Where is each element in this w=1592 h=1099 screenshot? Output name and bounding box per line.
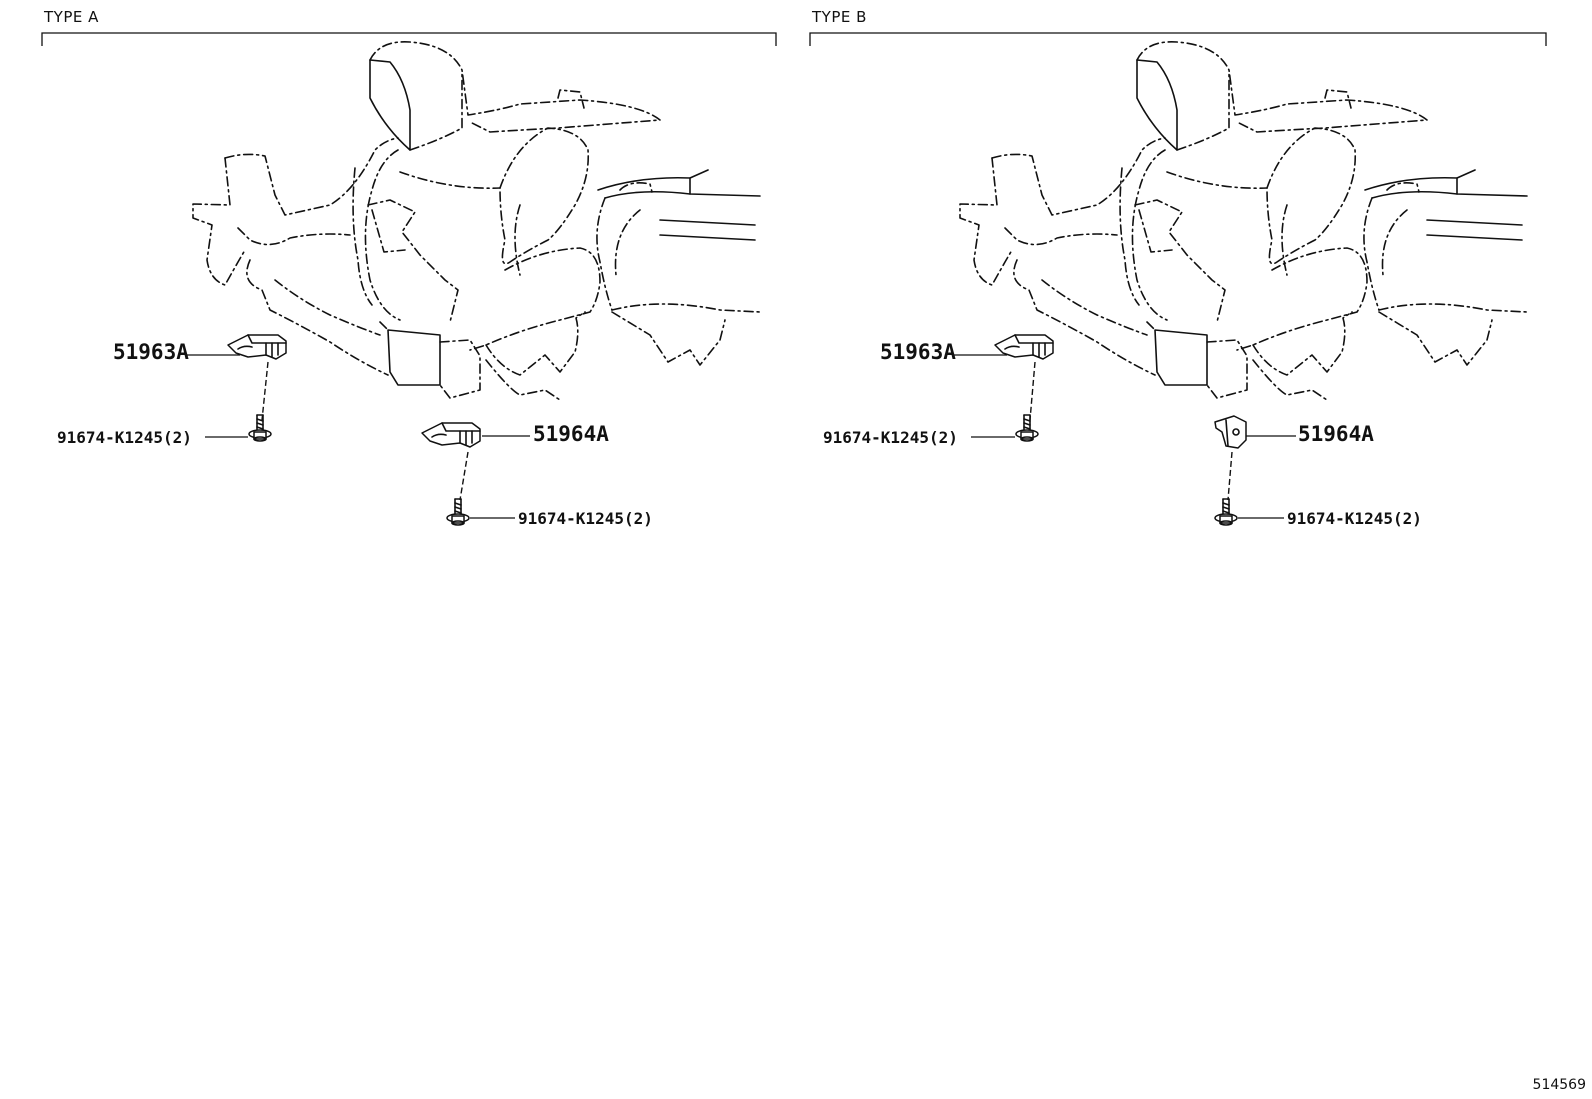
fastener-path-line	[1227, 451, 1233, 501]
part-number-bolt-right-type-b[interactable]: 91674-K1245(2)	[1287, 509, 1422, 528]
bracket-51964a-type-a	[421, 422, 481, 448]
fastener-path-line	[1029, 361, 1036, 421]
part-number-51964a-type-a[interactable]: 51964A	[533, 422, 609, 446]
part-number-51963a-type-a[interactable]: 51963A	[113, 340, 189, 364]
fastener-path-line	[459, 451, 469, 501]
fastener-path-line	[261, 361, 269, 421]
type-a-bracket-line	[41, 32, 777, 46]
part-number-bolt-right-type-a[interactable]: 91674-K1245(2)	[518, 509, 653, 528]
type-a-label: TYPE A	[44, 8, 99, 26]
bolt-icon-type-b-left	[1015, 414, 1039, 442]
type-b-label: TYPE B	[812, 8, 867, 26]
part-number-51964a-type-b[interactable]: 51964A	[1298, 422, 1374, 446]
part-number-bolt-left-type-a[interactable]: 91674-K1245(2)	[57, 428, 192, 447]
bolt-icon-type-a-left	[248, 414, 272, 442]
bolt-icon-type-a-right	[446, 498, 470, 526]
part-number-51963a-type-b[interactable]: 51963A	[880, 340, 956, 364]
type-b-bracket-line	[809, 32, 1547, 46]
bracket-51964a-type-b	[1214, 415, 1247, 449]
diagram-id: 514569	[1532, 1077, 1586, 1093]
part-number-bolt-left-type-b[interactable]: 91674-K1245(2)	[823, 428, 958, 447]
bolt-icon-type-b-right	[1214, 498, 1238, 526]
